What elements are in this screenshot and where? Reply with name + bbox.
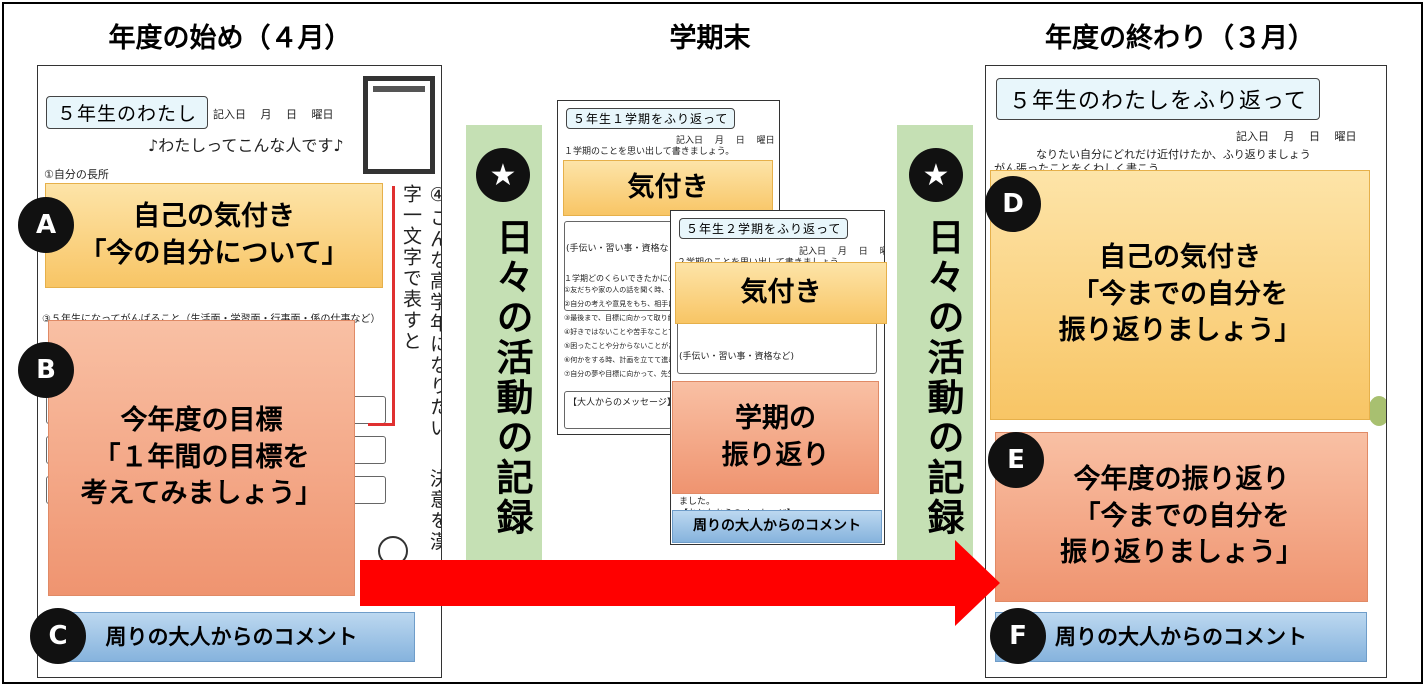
- left-date-line: 記入日 月 日 曜日: [213, 108, 334, 121]
- box-d-self-awareness: 自己の気付き 「今までの自分を 振り返りましょう」: [990, 170, 1370, 420]
- left-q3: ③５年生になってがんばること（生活面・学習面・行事面・係の仕事など）: [42, 310, 380, 325]
- daily-record-text-right: 日々の活動の記録: [921, 218, 964, 538]
- photo-frame: [363, 76, 435, 174]
- star-icon-left: ★: [476, 148, 530, 202]
- badge-f: F: [990, 608, 1046, 664]
- badge-d: D: [985, 176, 1041, 232]
- term1-kizuki: 気付き: [563, 160, 773, 216]
- badge-e: E: [988, 432, 1044, 488]
- left-sheet-title: ５年生のわたし: [46, 96, 209, 129]
- term2-kizuki: 気付き: [675, 262, 887, 324]
- term-reflection: 学期の 振り返り: [672, 381, 879, 494]
- star-icon-right: ★: [909, 148, 963, 202]
- box-e-yearly-reflection: 今年度の振り返り 「今までの自分を 振り返りましょう」: [995, 432, 1368, 602]
- left-vertical-note: ④こんな高学年になりたい！ 決意を漢字一文字で表すと: [400, 184, 442, 553]
- header-start: 年度の始め（４月）: [108, 23, 352, 54]
- badge-a: A: [18, 197, 74, 253]
- box-b-yearly-goal: 今年度の目標 「１年間の目標を 考えてみましょう」: [48, 320, 355, 596]
- box-c-adult-comment: 周りの大人からのコメント: [48, 612, 415, 662]
- right-sheet-title: ５年生のわたしをふり返って: [996, 78, 1320, 120]
- daily-record-text-left: 日々の活動の記録: [490, 218, 533, 538]
- progress-arrow: [360, 540, 1000, 626]
- term2-worksheet: ５年生２学期をふり返って 記入日 月 日 曜日 ２学期のことを思い出して書きまし…: [670, 210, 885, 545]
- header-mid: 学期末: [669, 23, 751, 54]
- box-f-adult-comment: 周りの大人からのコメント: [995, 612, 1367, 662]
- term1-title: ５年生１学期をふり返って: [566, 108, 736, 129]
- term2-adult-comment: 周りの大人からのコメント: [672, 510, 882, 543]
- box-a-self-awareness: 自己の気付き 「今の自分について」: [45, 183, 383, 288]
- term2-title: ５年生２学期をふり返って: [679, 218, 849, 239]
- header-end: 年度の終わり（３月）: [1045, 23, 1315, 54]
- decoration-icon: [1368, 396, 1386, 426]
- red-arrow-shape: [360, 540, 1000, 626]
- left-subtitle: ♪わたしってこんな人です♪: [148, 136, 344, 155]
- badge-c: C: [30, 608, 86, 664]
- badge-b: B: [18, 342, 74, 398]
- left-q1: ①自分の長所: [44, 168, 109, 181]
